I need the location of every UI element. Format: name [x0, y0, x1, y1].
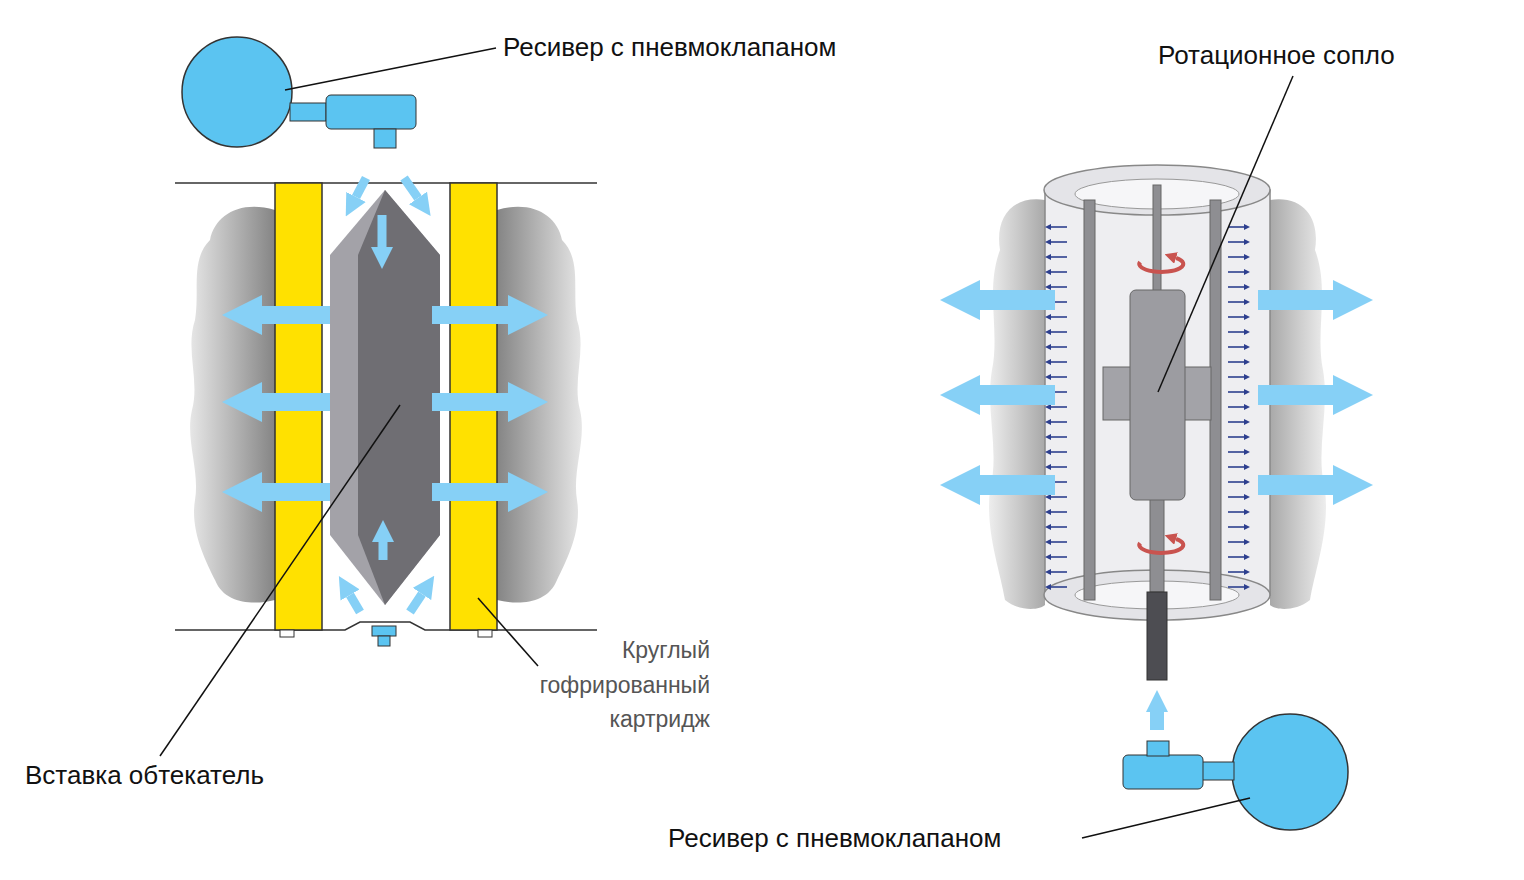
drive-shaft [1147, 592, 1167, 680]
rotation-arrow [1139, 539, 1183, 553]
flow-arrow [404, 178, 418, 198]
nozzle-fitting [378, 636, 390, 646]
flow-arrow [410, 594, 422, 612]
rotation-arrow [1139, 258, 1183, 272]
flow-arrow [432, 306, 508, 324]
flow-arrow [262, 393, 330, 411]
air-jets [1226, 220, 1250, 595]
flow-arrow [356, 178, 366, 197]
nozzle-fitting [372, 626, 396, 636]
flow-arrow [980, 290, 1055, 310]
valve [1200, 762, 1234, 780]
flow-arrow [1258, 290, 1333, 310]
callout-label: Ресивер с пневмоклапаном [668, 823, 1001, 854]
dust-cloud [497, 207, 582, 603]
right-filter [980, 165, 1348, 830]
support-rod [1084, 200, 1095, 600]
receiver [1232, 714, 1348, 830]
leader-line [160, 405, 400, 756]
nozzle-shaft [1150, 498, 1164, 592]
callout-label: Вставка обтекатель [25, 760, 264, 791]
leader-line [1082, 798, 1250, 838]
leader-line [285, 48, 496, 90]
valve [374, 129, 396, 148]
rotary-nozzle [1130, 290, 1185, 500]
flow-arrow [432, 483, 508, 501]
leader-line [1158, 76, 1293, 392]
leader-line [478, 598, 538, 666]
nozzle-shaft [1153, 185, 1161, 293]
fairing-insert [330, 190, 440, 605]
housing-line [175, 182, 597, 184]
flow-arrow [980, 475, 1055, 495]
air-jets [1045, 220, 1069, 595]
valve [326, 95, 416, 129]
receiver [182, 37, 292, 147]
flow-arrow [262, 483, 330, 501]
left-filter [175, 37, 597, 646]
flow-arrow [1258, 385, 1333, 405]
seal [280, 630, 294, 637]
flow-arrow [432, 393, 508, 411]
flow-arrow [1258, 475, 1333, 495]
valve [1123, 755, 1203, 789]
flow-arrow [379, 542, 388, 560]
part-label: Круглый гофрированный картридж [528, 633, 710, 737]
valve [290, 103, 326, 121]
support-rod [1210, 200, 1221, 600]
valve [1147, 741, 1169, 756]
callout-label: Ротационное сопло [1158, 40, 1395, 71]
flow-arrow [350, 595, 360, 612]
leader-lines [160, 48, 1293, 838]
fairing-insert [358, 190, 440, 605]
callout-label: Ресивер с пневмоклапаном [503, 32, 836, 63]
flow-arrow [262, 306, 330, 324]
seal [478, 630, 492, 637]
flow-arrow [1150, 712, 1164, 730]
flow-arrow [980, 385, 1055, 405]
flow-arrow [378, 215, 387, 247]
